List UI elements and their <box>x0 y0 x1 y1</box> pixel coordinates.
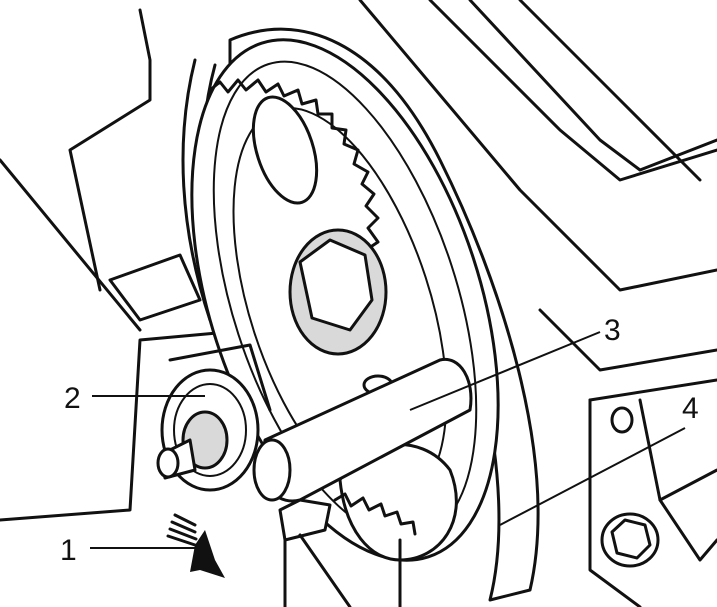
sprocket-window <box>251 95 319 205</box>
cover-rib-3 <box>518 0 702 182</box>
arrow-hatching <box>166 513 200 548</box>
callout-3: 3 <box>604 314 621 347</box>
housing-boss <box>108 253 202 322</box>
tool-end-face <box>252 438 292 502</box>
leader-lines <box>90 331 686 549</box>
bracket-inner <box>638 398 717 502</box>
roller-race <box>173 383 247 477</box>
bracket-bolt <box>600 512 660 568</box>
housing-outline <box>0 328 252 522</box>
tool-clamp <box>278 498 332 542</box>
cover-edge-upper <box>358 0 717 292</box>
leader-3 <box>409 331 601 411</box>
tensioner-bracket <box>168 343 272 412</box>
bracket-hole <box>610 406 634 434</box>
bracket-top <box>538 308 717 372</box>
hub-bolt-head <box>298 238 374 332</box>
belt-left-run-outer <box>181 58 212 322</box>
tensioner-roller <box>156 343 272 492</box>
leader-4 <box>499 427 686 526</box>
shaft-end <box>156 447 180 479</box>
bracket-face-top <box>588 378 717 402</box>
callout-2: 2 <box>64 382 81 415</box>
bracket-left-edge <box>588 398 642 607</box>
bracket-foot <box>658 498 717 562</box>
roller-nut <box>181 410 229 470</box>
block-edge-diagonal <box>0 158 142 332</box>
block-edge-left <box>68 8 152 292</box>
clamp-leg-2 <box>298 533 352 607</box>
cover-rib-2 <box>468 0 717 172</box>
callout-4: 4 <box>682 392 699 425</box>
callout-1: 1 <box>60 534 77 567</box>
rotation-arrow <box>166 513 225 578</box>
cover-rib-1 <box>428 0 717 182</box>
arrow-head <box>190 530 225 578</box>
locking-tool <box>252 357 473 607</box>
